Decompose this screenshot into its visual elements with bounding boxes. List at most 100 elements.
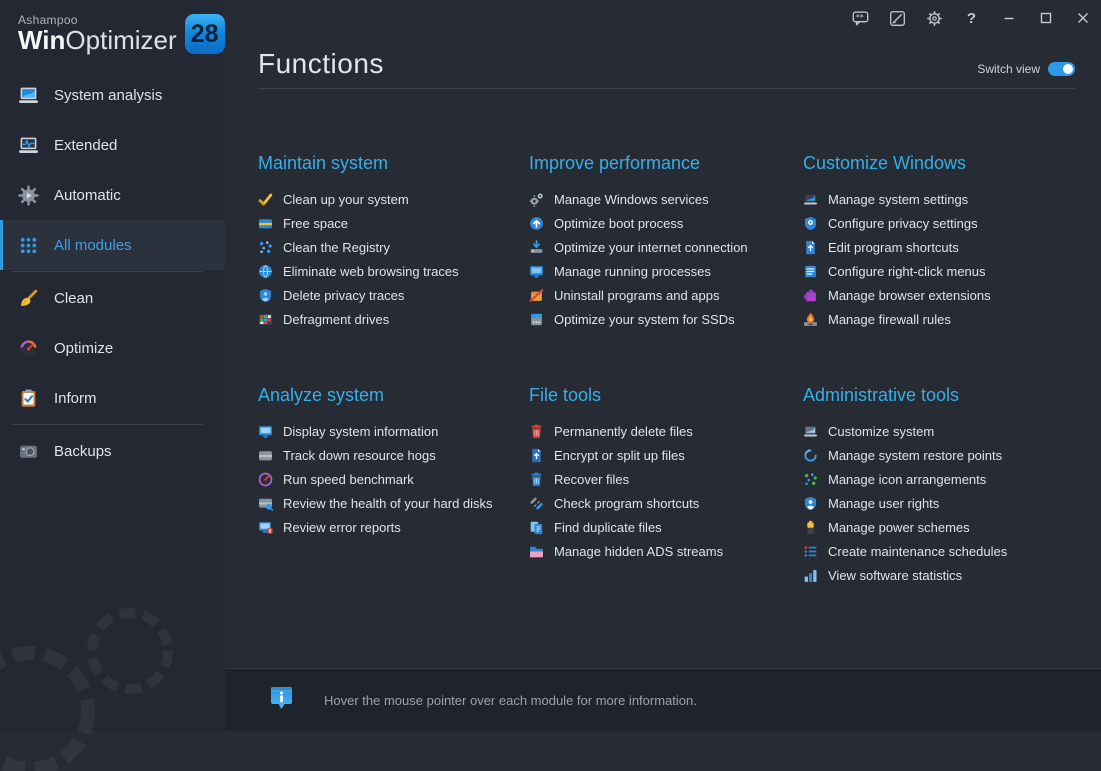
module-optimize-your-internet-connection[interactable]: Optimize your internet connection [529, 235, 803, 259]
module-manage-firewall-rules[interactable]: Manage firewall rules [803, 307, 1075, 331]
laptop-analysis-icon [17, 84, 39, 106]
sidebar-item-extended[interactable]: Extended [0, 120, 225, 170]
close-icon[interactable] [1064, 0, 1101, 36]
sidebar-item-automatic[interactable]: Automatic [0, 170, 225, 220]
sidebar-item-clean[interactable]: Clean [0, 273, 225, 323]
category-title: Customize Windows [803, 153, 967, 173]
resource-drive-icon [258, 448, 273, 463]
category-title: Maintain system [258, 153, 389, 173]
module-label: Configure right-click menus [828, 263, 986, 279]
module-track-down-resource-hogs[interactable]: Track down resource hogs [258, 443, 529, 467]
sidebar-item-label: Clean [54, 289, 94, 307]
module-defragment-drives[interactable]: Defragment drives [258, 307, 529, 331]
module-manage-icon-arrangements[interactable]: Manage icon arrangements [803, 467, 1075, 491]
module-manage-running-processes[interactable]: Manage running processes [529, 259, 803, 283]
module-delete-privacy-traces[interactable]: Delete privacy traces [258, 283, 529, 307]
module-label: Manage firewall rules [828, 311, 951, 327]
sidebar-item-label: Optimize [54, 339, 114, 357]
module-clean-the-registry[interactable]: Clean the Registry [258, 235, 529, 259]
app-logo: Ashampoo WinOptimizer 28 [0, 0, 225, 54]
module-manage-browser-extensions[interactable]: Manage browser extensions [803, 283, 1075, 307]
module-eliminate-web-browsing-traces[interactable]: Eliminate web browsing traces [258, 259, 529, 283]
module-label: Clean the Registry [283, 239, 390, 255]
broken-link-icon [529, 496, 544, 511]
module-label: Manage user rights [828, 495, 940, 511]
module-manage-power-schemes[interactable]: Manage power schemes [803, 515, 1075, 539]
module-configure-privacy-settings[interactable]: Configure privacy settings [803, 211, 1075, 235]
module-label: Track down resource hogs [283, 447, 436, 463]
module-view-software-statistics[interactable]: View software statistics [803, 563, 1075, 587]
module-label: Review error reports [283, 519, 401, 535]
module-configure-right-click-menus[interactable]: Configure right-click menus [803, 259, 1075, 283]
module-label: Create maintenance schedules [828, 543, 1008, 559]
puzzle-icon [803, 288, 818, 303]
module-label: Uninstall programs and apps [554, 287, 720, 303]
drive-space-icon [258, 216, 273, 231]
svg-text:**: ** [856, 12, 864, 21]
switch-view-toggle[interactable] [1048, 62, 1075, 76]
sidebar-item-inform[interactable]: Inform [0, 373, 225, 423]
sidebar-item-optimize[interactable]: Optimize [0, 323, 225, 373]
module-uninstall-programs-and-apps[interactable]: Uninstall programs and apps [529, 283, 803, 307]
module-label: Customize system [828, 423, 935, 439]
module-display-system-information[interactable]: Display system information [258, 419, 529, 443]
sidebar-item-label: Extended [54, 136, 118, 154]
module-permanently-delete-files[interactable]: Permanently delete files [529, 419, 803, 443]
edit-note-icon[interactable] [879, 0, 916, 36]
uninstall-icon [529, 288, 544, 303]
icon-arrange-icon [803, 472, 818, 487]
laptop-pulse-icon [17, 134, 39, 156]
sidebar-item-label: System analysis [54, 86, 163, 104]
module-optimize-boot-process[interactable]: Optimize boot process [529, 211, 803, 235]
module-manage-hidden-ads-streams[interactable]: Manage hidden ADS streams [529, 539, 803, 563]
module-recover-files[interactable]: Recover files [529, 467, 803, 491]
services-gears-icon [529, 192, 544, 207]
feedback-bubble-icon[interactable]: ** [842, 0, 879, 36]
module-manage-system-restore-points[interactable]: Manage system restore points [803, 443, 1075, 467]
module-free-space[interactable]: Free space [258, 211, 529, 235]
module-manage-windows-services[interactable]: Manage Windows services [529, 187, 803, 211]
disk-health-icon [258, 496, 273, 511]
bar-chart-icon [803, 568, 818, 583]
module-label: Edit program shortcuts [828, 239, 959, 255]
titlebar: **? [225, 0, 1101, 36]
module-label: Clean up your system [283, 191, 409, 207]
module-manage-system-settings[interactable]: Manage system settings [803, 187, 1075, 211]
boot-up-icon [529, 216, 544, 231]
schedule-list-icon [803, 544, 818, 559]
module-label: Permanently delete files [554, 423, 693, 439]
benchmark-gauge-icon [258, 472, 273, 487]
delete-trash-icon [529, 424, 544, 439]
customize-laptop-icon [803, 424, 818, 439]
module-encrypt-or-split-up-files[interactable]: Encrypt or split up files [529, 443, 803, 467]
privacy-pin-shield-icon [803, 216, 818, 231]
module-label: View software statistics [828, 567, 963, 583]
broom-icon [17, 287, 39, 309]
settings-gear-icon[interactable] [916, 0, 953, 36]
sidebar-item-label: Backups [54, 442, 112, 460]
module-clean-up-your-system[interactable]: Clean up your system [258, 187, 529, 211]
sidebar-item-system-analysis[interactable]: System analysis [0, 70, 225, 120]
module-optimize-your-system-for-ssds[interactable]: Optimize your system for SSDs [529, 307, 803, 331]
category-title: Improve performance [529, 153, 701, 173]
module-customize-system[interactable]: Customize system [803, 419, 1075, 443]
module-find-duplicate-files[interactable]: Find duplicate files [529, 515, 803, 539]
module-create-maintenance-schedules[interactable]: Create maintenance schedules [803, 539, 1075, 563]
minimize-icon[interactable] [990, 0, 1027, 36]
module-edit-program-shortcuts[interactable]: Edit program shortcuts [803, 235, 1075, 259]
sidebar-item-backups[interactable]: Backups [0, 426, 225, 476]
user-rights-shield-icon [803, 496, 818, 511]
module-run-speed-benchmark[interactable]: Run speed benchmark [258, 467, 529, 491]
maximize-icon[interactable] [1027, 0, 1064, 36]
module-review-error-reports[interactable]: Review error reports [258, 515, 529, 539]
sidebar-item-all-modules[interactable]: All modules [0, 220, 225, 270]
module-manage-user-rights[interactable]: Manage user rights [803, 491, 1075, 515]
help-icon[interactable]: ? [966, 9, 977, 27]
module-review-the-health-of-your-hard-disks[interactable]: Review the health of your hard disks [258, 491, 529, 515]
system-settings-icon [803, 192, 818, 207]
module-check-program-shortcuts[interactable]: Check program shortcuts [529, 491, 803, 515]
page-title: Functions [258, 48, 384, 79]
